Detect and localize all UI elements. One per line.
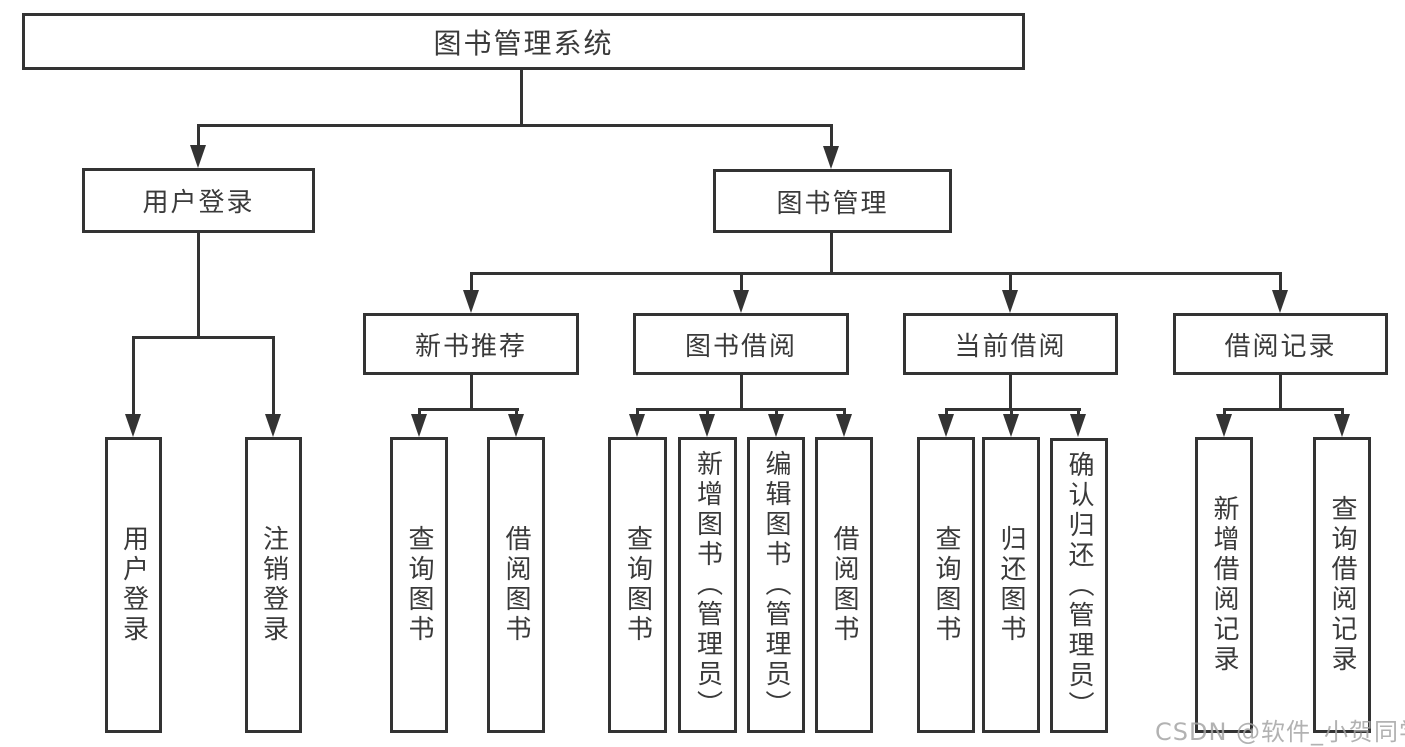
node-leaf-edit-books-admin-label: 编辑图书（管理员）: [761, 450, 791, 720]
arrow-down-icon: [629, 414, 645, 437]
node-leaf-borrow-query-books: 查询图书: [608, 437, 667, 733]
arrow-down-icon: [1216, 414, 1232, 437]
arrow-down-icon: [733, 290, 749, 313]
node-leaf-logout: 注销登录: [245, 437, 302, 733]
node-leaf-return-books: 归还图书: [982, 437, 1040, 733]
node-root-library-management-system: 图书管理系统: [22, 13, 1025, 70]
connector-leaf-stub: [1223, 408, 1226, 417]
connector-leaf-stub: [636, 408, 639, 417]
node-leaf-newbooks-query-books-label: 查询图书: [404, 525, 434, 645]
node-leaf-current-query-books: 查询图书: [917, 437, 975, 733]
node-book-borrow: 图书借阅: [633, 313, 849, 375]
node-leaf-confirm-return-admin: 确认归还（管理员）: [1050, 438, 1108, 733]
connector-borrow-records-stem: [1279, 375, 1282, 411]
node-leaf-logout-label: 注销登录: [258, 525, 289, 645]
node-leaf-newbooks-borrow-books: 借阅图书: [487, 437, 545, 733]
node-current-borrow-label: 当前借阅: [954, 331, 1067, 362]
node-borrow-records-label: 借阅记录: [1224, 331, 1337, 362]
node-leaf-query-borrow-record-label: 查询借阅记录: [1327, 495, 1357, 675]
connector-current-borrow-stem: [1009, 375, 1012, 411]
node-leaf-newbooks-borrow-books-label: 借阅图书: [501, 525, 531, 645]
connector-to-login-leaf: [132, 336, 135, 417]
connector-leaf-stub: [1010, 408, 1013, 417]
node-leaf-user-login: 用户登录: [105, 437, 162, 733]
arrow-down-icon: [265, 414, 281, 437]
node-leaf-borrow-query-books-label: 查询图书: [622, 525, 653, 645]
connector-leaf-stub: [843, 408, 846, 417]
connector-leaf-stub: [1341, 408, 1344, 417]
connector-borrow-records-crossbar: [1223, 408, 1344, 411]
connector-new-books-stem: [470, 375, 473, 411]
node-root-label: 图书管理系统: [433, 26, 614, 60]
connector-user-login-stem: [197, 233, 200, 338]
node-current-borrow: 当前借阅: [903, 313, 1118, 375]
arrow-down-icon: [463, 290, 479, 313]
connector-to-book-mgmt: [830, 124, 833, 148]
connector-to-logout-leaf: [272, 336, 275, 417]
arrow-down-icon: [1003, 414, 1019, 437]
arrow-down-icon: [699, 414, 715, 437]
connector-current-borrow-crossbar: [945, 408, 1081, 411]
arrow-down-icon: [508, 414, 524, 437]
node-borrow-records: 借阅记录: [1173, 313, 1388, 375]
node-leaf-borrow-borrow-books: 借阅图书: [815, 437, 873, 733]
arrow-down-icon: [1334, 414, 1350, 437]
connector-root-stem: [520, 70, 523, 126]
connector-book-borrow-crossbar: [636, 408, 846, 411]
node-leaf-add-borrow-record-label: 新增借阅记录: [1209, 495, 1239, 675]
node-leaf-add-books-admin-label: 新增图书（管理员）: [692, 450, 723, 720]
node-leaf-add-borrow-record: 新增借阅记录: [1195, 437, 1253, 733]
node-book-management: 图书管理: [713, 169, 952, 233]
arrow-down-icon: [190, 145, 206, 168]
connector-leaf-stub: [945, 408, 948, 417]
connector-new-books-crossbar: [418, 408, 519, 411]
connector-to-borrow-records: [1279, 272, 1282, 293]
arrow-down-icon: [836, 414, 852, 437]
arrow-down-icon: [1002, 290, 1018, 313]
connector-book-mgmt-crossbar: [470, 272, 1282, 275]
connector-to-user-login: [197, 124, 200, 148]
node-leaf-add-books-admin: 新增图书（管理员）: [678, 437, 737, 733]
connector-leaf-stub: [706, 408, 709, 417]
connector-to-book-borrow: [740, 272, 743, 293]
node-new-book-recommend-label: 新书推荐: [414, 331, 527, 362]
connector-leaf-stub: [515, 408, 518, 417]
arrow-down-icon: [125, 414, 141, 437]
connector-book-mgmt-stem: [830, 233, 833, 274]
node-user-login: 用户登录: [82, 168, 315, 233]
connector-root-crossbar: [197, 124, 833, 127]
connector-leaf-stub: [1077, 408, 1080, 417]
arrow-down-icon: [823, 146, 839, 169]
connector-book-borrow-stem: [740, 375, 743, 411]
connector-user-login-crossbar: [132, 336, 275, 339]
node-book-management-label: 图书管理: [776, 188, 889, 219]
connector-leaf-stub: [775, 408, 778, 417]
node-leaf-return-books-label: 归还图书: [996, 525, 1026, 645]
node-leaf-borrow-borrow-books-label: 借阅图书: [829, 525, 859, 645]
node-leaf-query-borrow-record: 查询借阅记录: [1313, 437, 1371, 733]
connector-leaf-stub: [418, 408, 421, 417]
node-book-borrow-label: 图书借阅: [684, 331, 797, 362]
csdn-watermark: CSDN @软件_小贺同学: [1155, 718, 1405, 746]
node-new-book-recommend: 新书推荐: [363, 313, 579, 375]
node-leaf-user-login-label: 用户登录: [118, 525, 149, 645]
arrow-down-icon: [1272, 290, 1288, 313]
node-leaf-confirm-return-admin-label: 确认归还（管理员）: [1064, 450, 1094, 721]
arrow-down-icon: [938, 414, 954, 437]
connector-to-new-books: [470, 272, 473, 293]
arrow-down-icon: [411, 414, 427, 437]
node-leaf-current-query-books-label: 查询图书: [931, 525, 961, 645]
node-leaf-newbooks-query-books: 查询图书: [390, 437, 448, 733]
connector-to-current-borrow: [1009, 272, 1012, 293]
arrow-down-icon: [768, 414, 784, 437]
node-user-login-label: 用户登录: [142, 188, 255, 218]
node-leaf-edit-books-admin: 编辑图书（管理员）: [747, 437, 805, 733]
arrow-down-icon: [1070, 414, 1086, 437]
